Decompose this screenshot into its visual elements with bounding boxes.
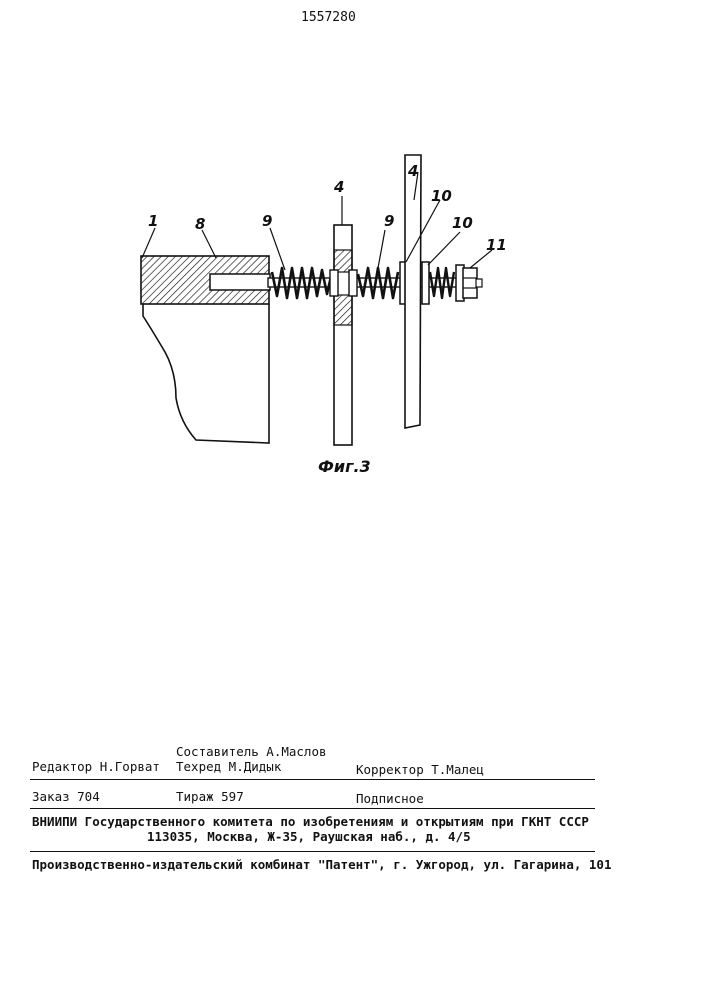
editor-line: Редактор Н.Горват: [32, 759, 160, 774]
washer-right: [422, 262, 429, 304]
compiler-line: Составитель А.Маслов: [176, 744, 327, 759]
rod-part: [210, 274, 270, 290]
label-9-right: 9: [384, 212, 394, 230]
label-1: 1: [148, 212, 158, 230]
rod-end: [476, 279, 482, 287]
label-8: 8: [195, 215, 205, 233]
label-11: 11: [486, 236, 507, 254]
divider: [30, 779, 595, 780]
label-10-bottom: 10: [452, 214, 473, 232]
divider: [30, 851, 595, 852]
label-4-right: 4: [407, 162, 418, 180]
corrector-line: Корректор Т.Малец: [356, 762, 484, 777]
address-line: 113035, Москва, Ж-35, Раушская наб., д. …: [147, 829, 471, 844]
label-10-top: 10: [431, 187, 452, 205]
plate-middle: [330, 225, 357, 445]
label-9-left: 9: [262, 212, 272, 230]
circulation-line: Тираж 597: [176, 789, 244, 804]
figure-caption: Фиг.3: [318, 457, 371, 476]
technical-drawing: 1 8 9 4 9 4 10 10 11 Фиг.3: [0, 0, 707, 520]
nut-part: [456, 265, 477, 301]
order-line: Заказ 704: [32, 789, 100, 804]
institute-line: ВНИИПИ Государственного комитета по изоб…: [32, 814, 589, 829]
divider: [30, 808, 595, 809]
subscription-line: Подписное: [356, 791, 424, 806]
label-4-middle: 4: [333, 178, 344, 196]
publisher-line: Производственно-издательский комбинат "П…: [32, 857, 611, 872]
plate-right: [405, 155, 421, 428]
techred-line: Техред М.Дидык: [176, 759, 281, 774]
